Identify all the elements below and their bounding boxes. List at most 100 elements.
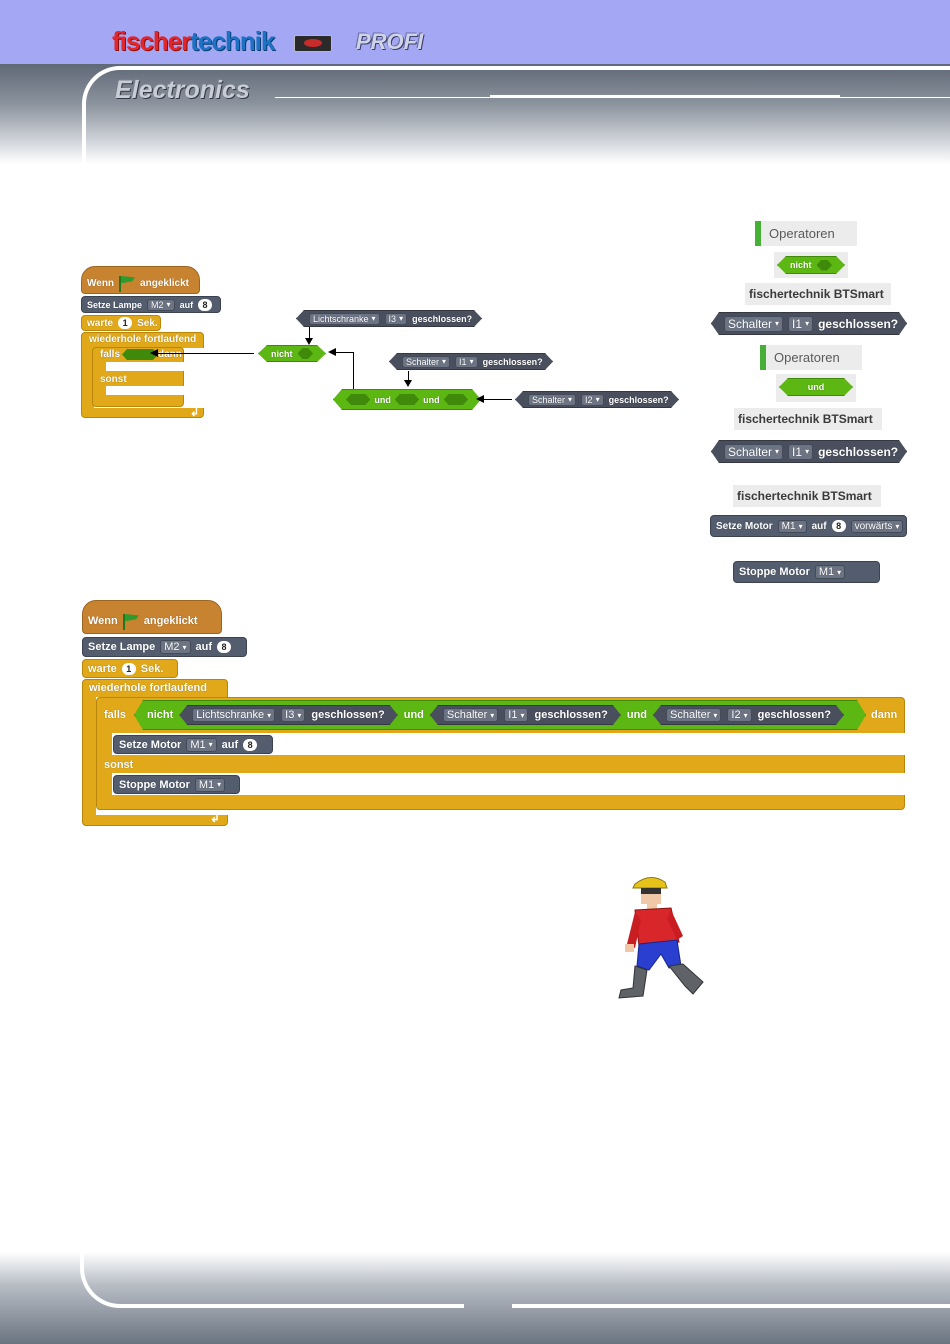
- port-dropdown[interactable]: I1: [788, 316, 813, 332]
- arrow-line: [353, 352, 354, 389]
- port-dropdown[interactable]: I1: [788, 444, 813, 460]
- section-title: Electronics: [115, 76, 250, 104]
- category-color-bar: [760, 345, 766, 370]
- switch-i1-sensor-block[interactable]: Schalter I1 geschlossen?: [430, 705, 621, 725]
- lamp-value[interactable]: 8: [198, 298, 213, 311]
- light-barrier-sensor-block[interactable]: Lichtschranke I3 geschlossen?: [179, 705, 397, 725]
- light-barrier-sensor-block[interactable]: Lichtschranke I3 geschlossen?: [296, 310, 482, 327]
- sensor-dropdown[interactable]: Schalter: [443, 708, 498, 722]
- else-mouth: [112, 773, 906, 795]
- product-name: PROFI: [356, 29, 424, 54]
- lamp-dropdown[interactable]: M2: [147, 298, 175, 311]
- not-slot[interactable]: [817, 260, 833, 271]
- arrow-down-icon: [305, 338, 313, 345]
- stop-motor-label: Stoppe Motor: [119, 778, 190, 791]
- falls-label: falls: [104, 709, 127, 721]
- palette-switch-sensor-block[interactable]: Schalter I1 geschlossen?: [711, 440, 907, 463]
- switch-i2-sensor-block[interactable]: Schalter I2 geschlossen?: [515, 391, 679, 408]
- wait-block[interactable]: warte 1 Sek.: [82, 659, 178, 678]
- switch-i1-sensor-block[interactable]: Schalter I1 geschlossen?: [389, 353, 553, 370]
- sensor-dropdown[interactable]: Schalter: [724, 444, 783, 460]
- palette-not-block[interactable]: nicht: [777, 256, 845, 274]
- und-label-2: und: [423, 394, 440, 405]
- motor-dropdown[interactable]: M1: [186, 737, 217, 752]
- forever-label: wiederhole fortlaufend: [89, 681, 207, 694]
- category-btsmart[interactable]: fischertechnik BTSmart: [734, 408, 882, 430]
- brand-logo: fischertechnik: [112, 26, 275, 57]
- set-motor-block[interactable]: Setze Motor M1 auf 8: [113, 735, 273, 754]
- closed-label: geschlossen?: [311, 709, 385, 721]
- motor-dropdown[interactable]: M1: [194, 777, 226, 792]
- wait-value[interactable]: 1: [121, 662, 136, 675]
- sensor-dropdown[interactable]: Schalter: [528, 394, 576, 406]
- condition-slot[interactable]: [122, 349, 158, 360]
- sensor-dropdown[interactable]: Schalter: [724, 316, 783, 332]
- and-slot-3[interactable]: [444, 394, 468, 405]
- arrow-line: [158, 353, 254, 354]
- set-lamp-label: Setze Lampe: [88, 641, 156, 653]
- und-label: und: [807, 382, 825, 392]
- sensor-dropdown[interactable]: Schalter: [666, 708, 721, 722]
- lamp-dropdown[interactable]: M2: [160, 640, 191, 654]
- port-dropdown[interactable]: I3: [385, 313, 408, 325]
- motor-dropdown[interactable]: M1: [777, 519, 807, 533]
- category-btsmart[interactable]: fischertechnik BTSmart: [745, 283, 891, 305]
- arrow-line: [484, 399, 512, 400]
- port-dropdown[interactable]: I2: [727, 708, 751, 722]
- closed-label: geschlossen?: [818, 444, 899, 459]
- warte-label: warte: [87, 317, 114, 329]
- sensor-dropdown[interactable]: Lichtschranke: [192, 708, 275, 722]
- closed-label: geschlossen?: [608, 394, 669, 405]
- wait-block[interactable]: warte 1 Sek.: [81, 315, 161, 331]
- sensor-dropdown[interactable]: Schalter: [402, 356, 450, 368]
- logo-badge-icon: [294, 35, 332, 52]
- footer-band: [0, 1252, 950, 1344]
- port-dropdown[interactable]: I2: [581, 394, 604, 406]
- set-lamp-label: Setze Lampe: [87, 299, 143, 310]
- palette-set-motor-block[interactable]: Setze Motor M1 auf 8 vorwärts: [710, 515, 907, 537]
- auf-label: auf: [179, 299, 194, 310]
- loop-arrow-icon: ↲: [190, 407, 200, 419]
- and-slot-2[interactable]: [395, 394, 419, 405]
- arrow-left-icon: [476, 395, 484, 403]
- green-flag-icon: [119, 276, 135, 292]
- und-label-1: und: [374, 394, 391, 405]
- palette-stop-motor-block[interactable]: Stoppe Motor M1: [733, 561, 880, 583]
- not-operator-block[interactable]: nicht: [258, 345, 326, 362]
- palette-switch-sensor-block[interactable]: Schalter I1 geschlossen?: [711, 312, 907, 335]
- when-flag-clicked-block[interactable]: Wenn angeklickt: [82, 600, 222, 634]
- dann-label: dann: [871, 709, 898, 721]
- arrow-down-icon: [404, 380, 412, 387]
- when-flag-clicked-block[interactable]: Wenn angeklickt: [81, 266, 200, 294]
- stop-motor-block[interactable]: Stoppe Motor M1: [113, 775, 240, 794]
- port-dropdown[interactable]: I3: [281, 708, 305, 722]
- category-btsmart[interactable]: fischertechnik BTSmart: [733, 485, 881, 507]
- and-and-operator-block[interactable]: und und: [333, 389, 481, 410]
- switch-i2-sensor-block[interactable]: Schalter I2 geschlossen?: [653, 705, 844, 725]
- auf-label: auf: [221, 738, 239, 751]
- palette-and-block[interactable]: und: [779, 378, 853, 396]
- logo-word-fischer: fischer: [112, 26, 191, 56]
- angeklickt-label: angeklickt: [140, 277, 189, 289]
- sensor-dropdown[interactable]: Lichtschranke: [309, 313, 380, 325]
- set-motor-label: Setze Motor: [716, 520, 773, 532]
- set-motor-label: Setze Motor: [119, 738, 182, 751]
- forever-label: wiederhole fortlaufend: [89, 333, 197, 345]
- set-lamp-block[interactable]: Setze Lampe M2 auf 8: [82, 637, 247, 657]
- closed-label: geschlossen?: [412, 313, 473, 324]
- not-slot[interactable]: [298, 348, 314, 359]
- direction-dropdown[interactable]: vorwärts: [850, 519, 904, 533]
- category-operators[interactable]: Operatoren: [755, 221, 857, 246]
- lamp-value[interactable]: 8: [217, 641, 232, 653]
- and-slot-1[interactable]: [346, 394, 370, 405]
- speed-value[interactable]: 8: [243, 738, 258, 751]
- wait-value[interactable]: 1: [118, 317, 133, 329]
- speed-value[interactable]: 8: [831, 520, 846, 532]
- set-lamp-block[interactable]: Setze Lampe M2 auf 8: [81, 296, 221, 313]
- port-dropdown[interactable]: I1: [504, 708, 528, 722]
- category-label: Operatoren: [774, 350, 840, 365]
- motor-dropdown[interactable]: M1: [814, 565, 846, 579]
- category-operators[interactable]: Operatoren: [760, 345, 862, 370]
- port-dropdown[interactable]: I1: [455, 356, 478, 368]
- condition-expression[interactable]: nicht Lichtschranke I3 geschlossen? und …: [134, 700, 866, 730]
